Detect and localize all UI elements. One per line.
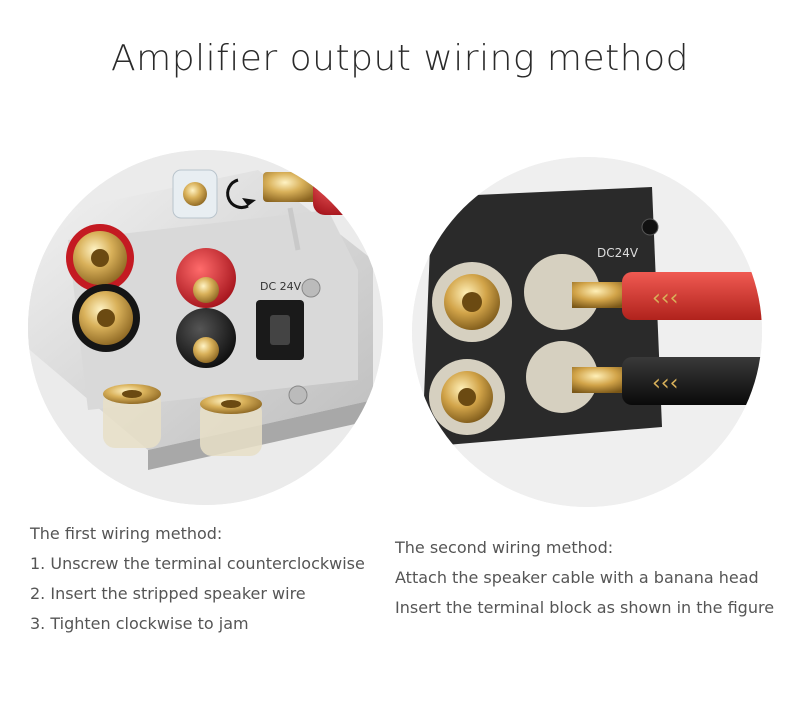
dc-label-right: DC24V	[597, 246, 639, 260]
black-banana-cable: ‹‹‹	[572, 357, 762, 405]
caption-line: 3. Tighten clockwise to jam	[30, 614, 249, 633]
right-posts	[429, 254, 600, 435]
dc-label: DC 24V	[260, 280, 302, 293]
binding-post-black-1	[72, 284, 140, 352]
first-method-caption: The first wiring method: 1. Unscrew the …	[30, 519, 365, 639]
red-banana-cable: ‹‹‹	[572, 272, 762, 320]
caption-line: 2. Insert the stripped speaker wire	[30, 584, 306, 603]
first-method-photo: DC 24V	[28, 150, 383, 505]
amplifier-terminal-illustration: DC 24V	[28, 150, 383, 505]
caption-line: Insert the terminal block as shown in th…	[395, 598, 775, 617]
binding-post-black-2	[176, 308, 236, 368]
svg-text:‹‹‹: ‹‹‹	[652, 286, 678, 311]
caption-line: 1. Unscrew the terminal counterclockwise	[30, 554, 365, 573]
page-title: Amplifier output wiring method	[111, 38, 689, 79]
caption-line: The second wiring method:	[395, 538, 614, 557]
caption-line: The first wiring method:	[30, 524, 223, 543]
binding-post-red-1	[66, 224, 134, 292]
terminal-caps	[103, 384, 262, 456]
svg-text:‹‹‹: ‹‹‹	[652, 371, 678, 396]
caption-line: Attach the speaker cable with a banana h…	[395, 568, 759, 587]
second-method-photo: DC24V ‹‹‹ ‹‹‹	[412, 157, 762, 507]
second-method-caption: The second wiring method: Attach the spe…	[395, 533, 774, 623]
banana-plug-illustration: DC24V ‹‹‹ ‹‹‹	[412, 157, 762, 507]
binding-post-red-2	[176, 248, 236, 308]
